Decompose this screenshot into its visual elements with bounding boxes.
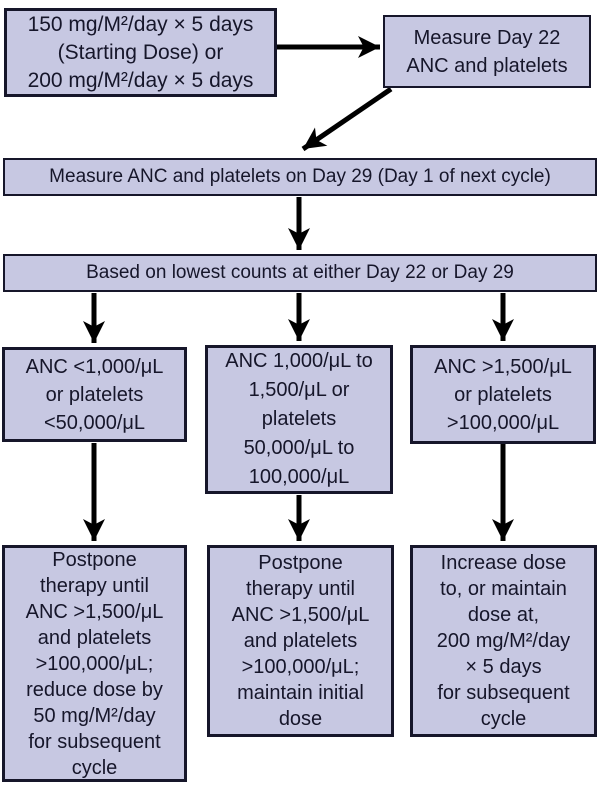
- node-measure-day22: Measure Day 22 ANC and platelets: [383, 15, 591, 88]
- node-anc-mid: ANC 1,000/μL to 1,500/μL or platelets 50…: [205, 345, 393, 494]
- node-postpone-reduce-label: Postpone therapy until ANC >1,500/μL and…: [25, 548, 164, 779]
- node-postpone-maintain-label: Postpone therapy until ANC >1,500/μL and…: [231, 552, 370, 730]
- node-starting-dose: 150 mg/M²/day × 5 days (Starting Dose) o…: [4, 8, 277, 97]
- arrow-measure-day22-to-measure-day29: [301, 86, 393, 152]
- node-postpone-reduce: Postpone therapy until ANC >1,500/μL and…: [2, 545, 187, 782]
- node-anc-low: ANC <1,000/μL or platelets <50,000/μL: [2, 347, 187, 442]
- node-lowest-counts-label: Based on lowest counts at either Day 22 …: [86, 262, 514, 283]
- node-increase-dose: Increase dose to, or maintain dose at, 2…: [410, 545, 597, 737]
- node-measure-day29-label: Measure ANC and platelets on Day 29 (Day…: [49, 166, 551, 187]
- node-anc-high: ANC >1,500/μL or platelets >100,000/μL: [410, 345, 596, 444]
- node-measure-day29: Measure ANC and platelets on Day 29 (Day…: [3, 158, 597, 196]
- node-increase-dose-label: Increase dose to, or maintain dose at, 2…: [436, 552, 571, 730]
- node-anc-mid-label: ANC 1,000/μL to 1,500/μL or platelets 50…: [225, 350, 373, 488]
- node-starting-dose-label: 150 mg/M²/day × 5 days (Starting Dose) o…: [27, 12, 254, 92]
- node-postpone-maintain: Postpone therapy until ANC >1,500/μL and…: [207, 545, 394, 737]
- node-anc-low-label: ANC <1,000/μL or platelets <50,000/μL: [25, 355, 164, 434]
- node-lowest-counts: Based on lowest counts at either Day 22 …: [3, 254, 597, 292]
- node-measure-day22-label: Measure Day 22 ANC and platelets: [406, 26, 568, 77]
- node-anc-high-label: ANC >1,500/μL or platelets >100,000/μL: [434, 355, 572, 434]
